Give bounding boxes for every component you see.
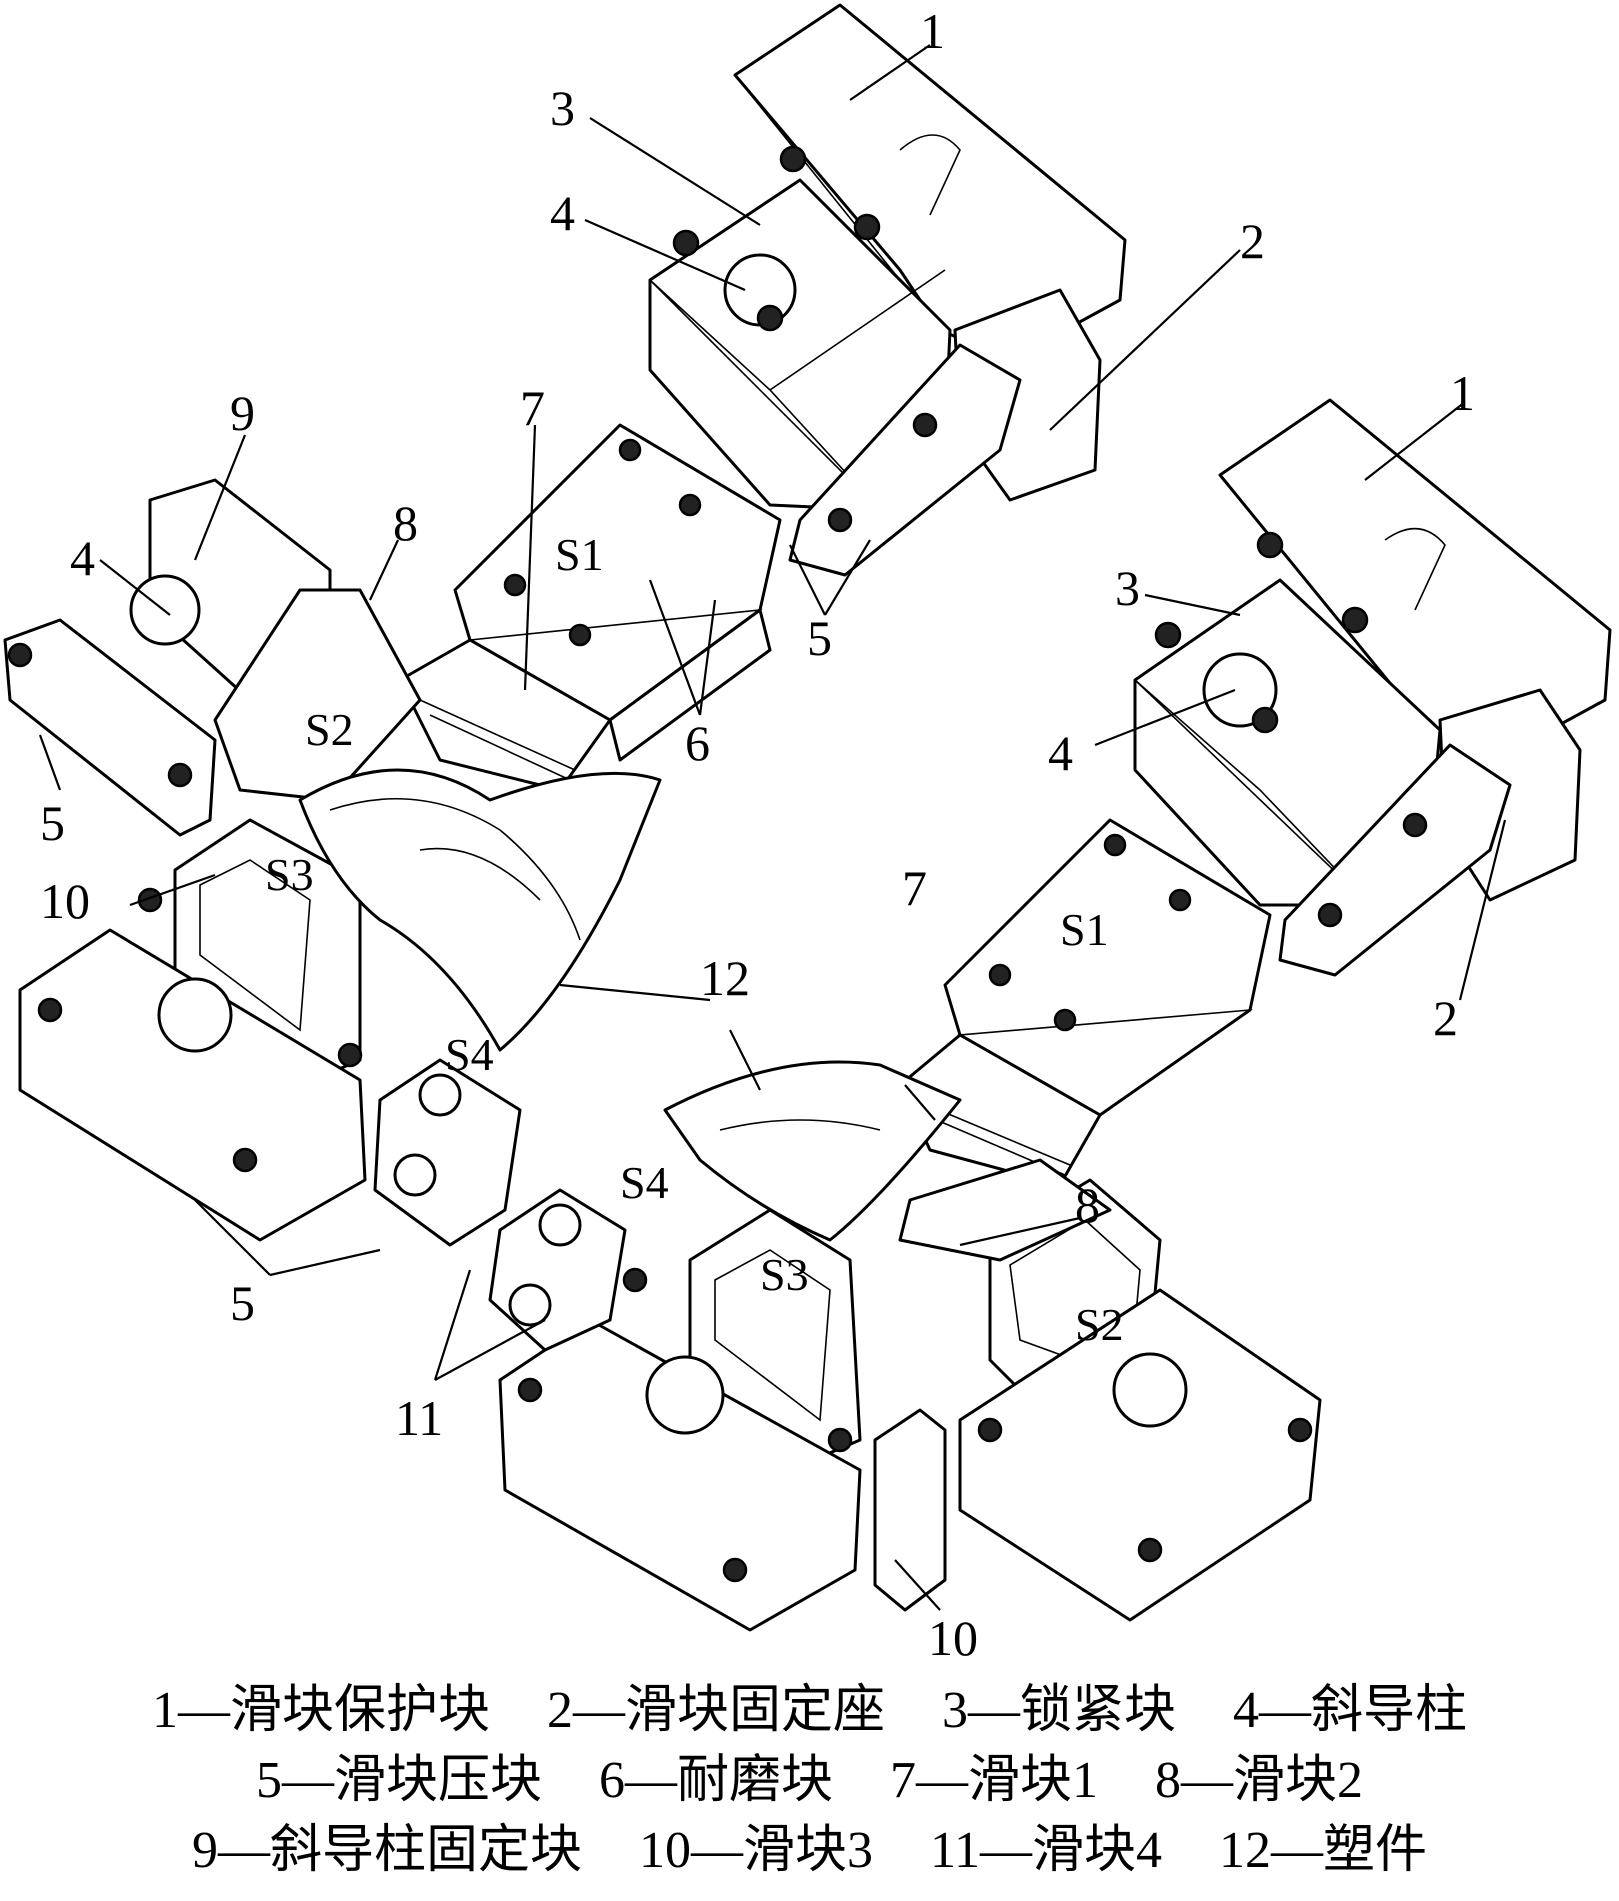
legend-item: 6—耐磨块	[598, 1752, 833, 1809]
slider-3-tail-lower	[873, 1408, 947, 1612]
zone-labels: S1 S1 S2 S2 S3 S3 S4 S4	[265, 529, 1124, 1350]
callout-2-right: 2	[1433, 990, 1458, 1046]
slider-8-body	[898, 1158, 1112, 1262]
right-slider-assembly	[898, 398, 1612, 1187]
callout-3-upper: 3	[550, 80, 575, 136]
legend-row-3: 9—斜导柱固定块 10—滑块3 11—滑块4 12—塑件	[0, 1816, 1619, 1886]
legend-item: 11—滑块4	[929, 1822, 1163, 1879]
slider-4-left	[373, 1058, 522, 1247]
callout-4-left: 4	[70, 530, 95, 586]
callout-1-right: 1	[1450, 365, 1475, 421]
leader-lines	[38, 44, 1507, 1611]
legend-item: 8—滑块2	[1155, 1752, 1364, 1809]
legend-item: 10—滑块3	[638, 1822, 873, 1879]
legend-item: 2—滑块固定座	[546, 1682, 885, 1739]
zone-s4-left: S4	[445, 1029, 494, 1080]
slider-1-body-upper	[398, 638, 612, 792]
slider-3-base-left	[18, 928, 367, 1242]
callout-1-upper: 1	[920, 3, 945, 59]
callout-9: 9	[230, 385, 255, 441]
callout-3-right: 3	[1115, 560, 1140, 616]
angle-pin-right	[1202, 652, 1278, 728]
callout-11: 11	[395, 1390, 443, 1446]
zone-s3-lower: S3	[760, 1249, 809, 1300]
callout-6: 6	[685, 715, 710, 771]
plastic-part-lower	[663, 1060, 962, 1242]
plastic-part-left	[298, 768, 662, 1052]
callout-8-left: 8	[393, 495, 418, 551]
upper-slider-assembly	[398, 3, 1127, 792]
legend-item: 7—滑块1	[890, 1752, 1099, 1809]
callout-10-lower: 10	[928, 1610, 978, 1666]
callout-7-upper: 7	[520, 380, 545, 436]
legend-item: 12—塑件	[1219, 1822, 1428, 1879]
zone-s1-upper: S1	[555, 529, 604, 580]
lower-slider-cluster	[488, 1060, 1322, 1632]
left-slider-cluster	[3, 478, 662, 1247]
callout-2-upper: 2	[1240, 213, 1265, 269]
slider-press-block-left	[3, 618, 217, 837]
legend-item: 3—锁紧块	[942, 1682, 1177, 1739]
callout-4-upper: 4	[550, 185, 575, 241]
zone-s2-left: S2	[305, 704, 354, 755]
callout-8-lower: 8	[1075, 1177, 1100, 1233]
zone-s3-left: S3	[265, 849, 314, 900]
callout-4-right: 4	[1048, 725, 1073, 781]
zone-s4-lower: S4	[620, 1157, 669, 1208]
slider-2-base-lower	[958, 1288, 1322, 1622]
callout-12: 12	[700, 950, 750, 1006]
legend-item: 5—滑块压块	[255, 1752, 542, 1809]
legend-row-1: 1—滑块保护块 2—滑块固定座 3—锁紧块 4—斜导柱	[0, 1676, 1619, 1746]
callout-7-right: 7	[902, 860, 927, 916]
slider-2-left	[213, 588, 422, 802]
callout-5-lower: 5	[230, 1275, 255, 1331]
legend-item: 1—滑块保护块	[151, 1682, 490, 1739]
legend-item: 4—斜导柱	[1233, 1682, 1468, 1739]
parts-legend: 1—滑块保护块 2—滑块固定座 3—锁紧块 4—斜导柱 5—滑块压块 6—耐磨块…	[0, 1676, 1619, 1886]
callout-10-left: 10	[40, 873, 90, 929]
legend-row-2: 5—滑块压块 6—耐磨块 7—滑块1 8—滑块2	[0, 1746, 1619, 1816]
legend-item: 9—斜导柱固定块	[191, 1822, 582, 1879]
mold-slider-assembly-drawing: 1 3 4 2 1 3 4 2 7 7 5 6 9 8 4 5 10 12 8 …	[3, 3, 1612, 1666]
zone-s1-right: S1	[1060, 904, 1109, 955]
callout-labels: 1 3 4 2 1 3 4 2 7 7 5 6 9 8 4 5 10 12 8 …	[40, 3, 1475, 1666]
callout-5-upper: 5	[807, 610, 832, 666]
zone-s2-lower: S2	[1075, 1299, 1124, 1350]
callout-5-left: 5	[40, 795, 65, 851]
